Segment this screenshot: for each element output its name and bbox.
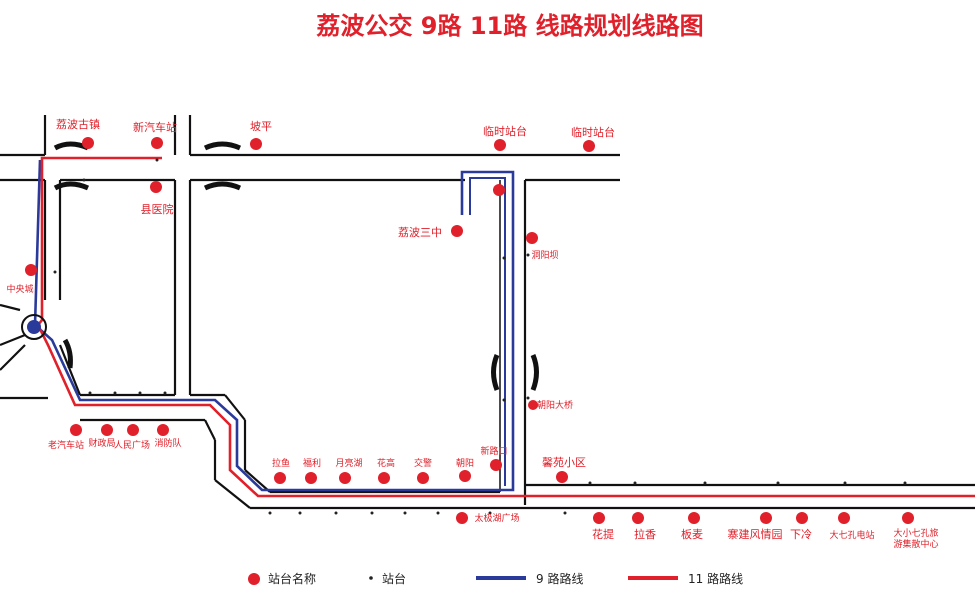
stop-label: 人民广场 [114,439,150,451]
stop-marker [378,472,390,484]
stop-marker [70,424,82,436]
stop-marker [593,512,605,524]
stop-marker [902,512,914,524]
stop-marker [25,264,37,276]
stop-marker [150,181,162,193]
route-11-line [36,156,975,498]
stop-label: 荔波古镇 [56,117,100,131]
stop-label: 朝阳大桥 [537,399,573,411]
stop-marker [632,512,644,524]
stop-marker [796,512,808,524]
stop-marker [583,140,595,152]
stop-marker [456,512,468,524]
stop-marker [688,512,700,524]
stop-label: 临时站台 [483,124,527,138]
stop-label: 消防队 [154,437,181,449]
stop-label: 荔波三中 [398,226,442,239]
stop-label: 月亮湖 [335,457,362,469]
stop-marker [250,138,262,150]
stop-marker [151,137,163,149]
route-9-line [33,159,515,492]
legend-stop-marker [248,573,260,585]
stop-label: 花提 [592,528,614,541]
legend: 站台名称 站台 9 路路线 11 路路线 [248,571,743,586]
roundabout [21,314,47,340]
stop-marker [305,472,317,484]
route-9-spur [469,177,506,486]
stop-marker [127,424,139,436]
stop-marker [451,225,463,237]
stop-label: 老汽车站 [48,439,84,451]
stop-label: 交警 [414,457,432,469]
legend-platform-dot [369,576,373,580]
stop-marker [157,424,169,436]
stop-label: 馨苑小区 [542,455,586,469]
stop-marker [493,184,505,196]
stop-marker [494,139,506,151]
roundabout-center [27,320,41,334]
platform-dots [53,158,907,515]
stop-marker [760,512,772,524]
stops: 荔波古镇 新汽车站 坡平 临时站台 临时站台 县医院 荔波三中 洞阳坝 中央城 … [6,117,938,550]
stop-label: 福利 [303,457,321,469]
legend-stop-name-label: 站台名称 [268,571,316,586]
stop-label: 拉香 [634,527,656,541]
stop-label: 花高 [377,457,395,469]
stop-label: 洞阳坝 [531,250,558,261]
stop-label: 新汽车站 [133,120,177,134]
stop-marker [82,137,94,149]
stop-label: 临时站台 [571,125,615,139]
road-network [0,115,975,510]
stop-marker [459,470,471,482]
stop-label: 坡平 [250,120,272,133]
stop-marker [101,424,113,436]
stop-label: 游集散中心 [893,538,938,550]
bridge-markers [53,141,539,391]
stop-label: 朝阳 [456,458,474,469]
stop-marker [556,471,568,483]
legend-route11-label: 11 路路线 [688,571,743,586]
stop-label: 财政局 [88,437,115,449]
stop-label: 新路口 [480,445,507,457]
stop-marker [526,232,538,244]
stop-marker [417,472,429,484]
stop-label: 太极湖广场 [474,512,519,524]
stop-label: 拉鱼 [272,457,290,469]
map-title: 荔波公交 9路 11路 线路规划线路图 [316,12,703,40]
stop-marker [838,512,850,524]
stop-label: 大七孔电站 [829,529,874,541]
stop-marker [490,459,502,471]
stop-label: 寨建风情园 [728,527,783,541]
stop-marker [528,400,538,410]
stop-label: 下冷 [790,528,812,541]
stop-label: 板麦 [681,527,703,541]
legend-platform-label: 站台 [382,571,406,586]
stop-marker [339,472,351,484]
stop-label: 中央城 [6,283,33,295]
stop-label: 县医院 [141,202,174,216]
stop-label: 大小七孔旅 [893,527,938,539]
stop-marker [274,472,286,484]
legend-route9-label: 9 路路线 [536,571,583,586]
